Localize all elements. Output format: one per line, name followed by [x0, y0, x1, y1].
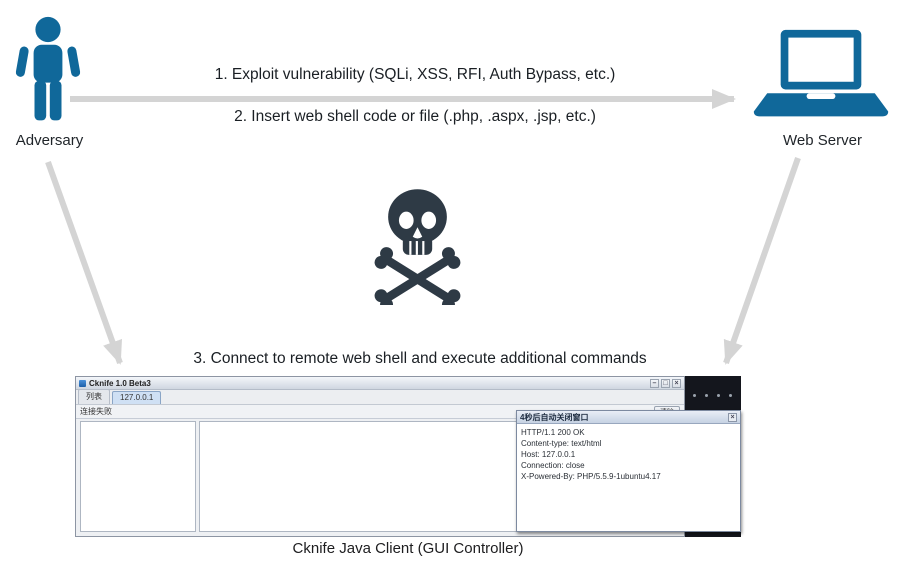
arrow-server-to-client [723, 157, 801, 365]
desktop-dot [717, 394, 720, 397]
tab-bar: 列表 127.0.0.1 [76, 389, 684, 405]
step2-text: 2. Insert web shell code or file (.php, … [234, 108, 596, 125]
desktop-dot [729, 394, 732, 397]
web-server-label: Web Server [783, 132, 862, 149]
arrow-adversary-to-client [45, 160, 123, 365]
status-text: 连接失败 [80, 407, 112, 416]
step1-text: 1. Exploit vulnerability (SQLi, XSS, RFI… [214, 66, 616, 83]
maximize-icon[interactable]: □ [661, 378, 670, 388]
person-icon [15, 16, 81, 121]
file-tree-panel[interactable] [80, 421, 196, 532]
popup-close-icon[interactable]: × [728, 412, 737, 422]
response-line: X-Powered-By: PHP/5.5.9-1ubuntu4.17 [521, 472, 661, 481]
http-response: HTTP/1.1 200 OK Content-type: text/html … [517, 424, 740, 485]
step3-text: 3. Connect to remote web shell and execu… [193, 350, 647, 367]
response-line: Content-type: text/html [521, 439, 602, 448]
tab-list[interactable]: 列表 [78, 389, 110, 404]
close-icon[interactable]: × [672, 378, 681, 388]
skull-crossbones-icon [374, 189, 461, 305]
popup-titlebar: 4秒后自动关闭窗口 × [517, 411, 740, 424]
window-controls: – □ × [650, 378, 681, 388]
adversary-label: Adversary [15, 132, 84, 149]
cknife-titlebar: Cknife 1.0 Beta3 – □ × [76, 377, 684, 390]
screenshot-caption: Cknife Java Client (GUI Controller) [292, 540, 524, 557]
cknife-screenshot: Cknife 1.0 Beta3 – □ × 列表 127.0.0.1 连接失败… [75, 376, 741, 537]
window-title: Cknife 1.0 Beta3 [89, 378, 151, 388]
tab-127-0-0-1[interactable]: 127.0.0.1 [112, 391, 162, 404]
response-popup: 4秒后自动关闭窗口 × HTTP/1.1 200 OK Content-type… [516, 410, 741, 532]
popup-title-text: 4秒后自动关闭窗口 [520, 412, 589, 422]
response-line: HTTP/1.1 200 OK [521, 428, 585, 437]
laptop-icon [753, 29, 889, 117]
desktop-dot [693, 394, 696, 397]
response-line: Host: 127.0.0.1 [521, 450, 576, 459]
cknife-app-icon [79, 379, 86, 387]
minimize-icon[interactable]: – [650, 378, 659, 388]
desktop-dot [705, 394, 708, 397]
response-line: Connection: close [521, 461, 585, 470]
